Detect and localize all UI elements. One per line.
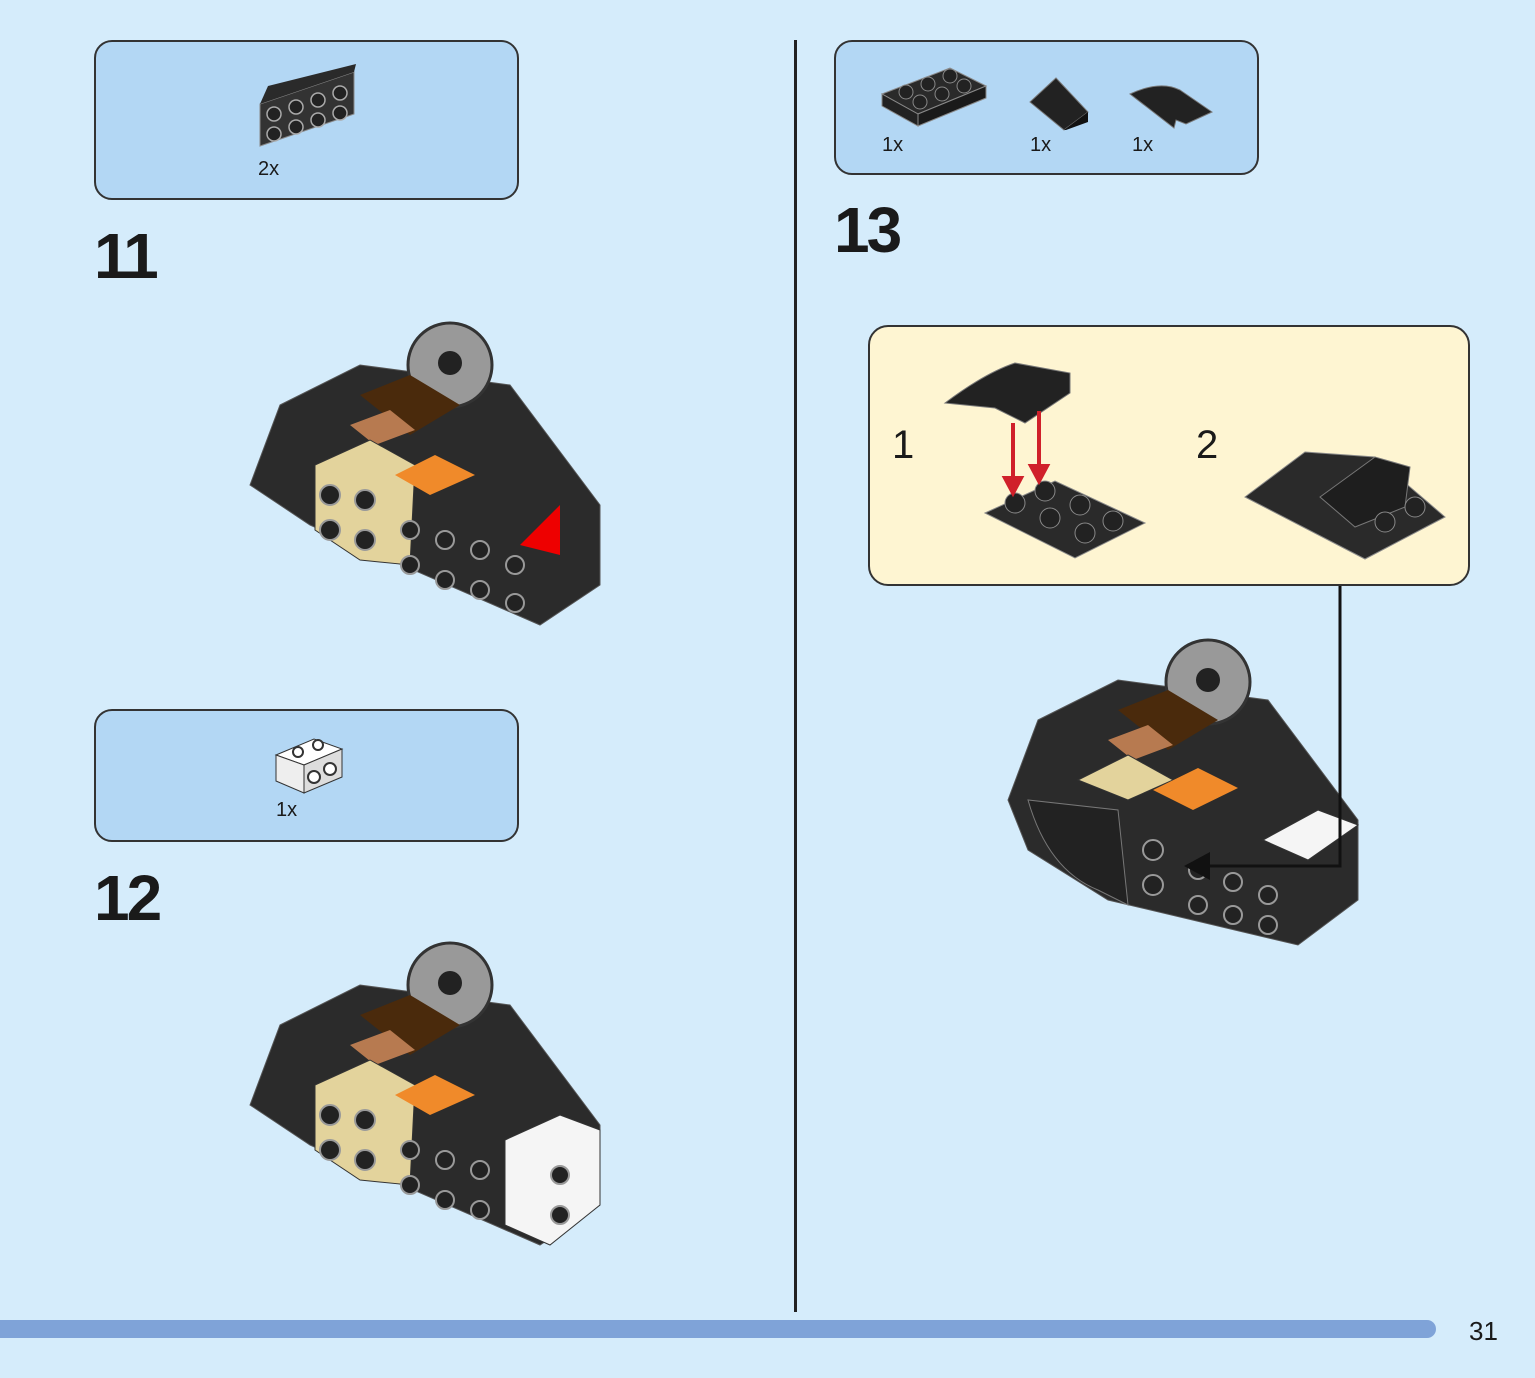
step-11-parts-panel: 2x xyxy=(94,40,519,200)
step-number-13: 13 xyxy=(834,194,902,266)
substep-2-illustration xyxy=(1244,451,1446,560)
step-number-12: 12 xyxy=(94,862,162,934)
callout-pointer-arrow xyxy=(1184,586,1342,880)
bracket-plate-icon xyxy=(259,64,356,147)
part-quantity: 1x xyxy=(1132,134,1154,156)
step-13-parts-panel: 1x 1x 1x xyxy=(834,40,1259,175)
part-quantity: 1x xyxy=(882,134,904,156)
step-number-11: 11 xyxy=(94,220,159,292)
step-13-model-illustration xyxy=(1007,638,1360,946)
slope-icon xyxy=(1029,77,1089,131)
step-12-model-illustration xyxy=(249,941,601,1246)
plate-2x3-icon xyxy=(880,67,988,127)
part-quantity: 2x xyxy=(258,158,280,180)
step-11-model-illustration xyxy=(249,321,601,626)
substep-number-2: 2 xyxy=(1196,423,1219,467)
page-progress-bar xyxy=(0,1320,1436,1338)
substep-number-1: 1 xyxy=(892,423,915,467)
sub-assembly-callout: 1 2 xyxy=(868,325,1470,586)
white-brick-icon xyxy=(274,738,344,794)
column-divider xyxy=(794,40,797,1312)
part-quantity: 1x xyxy=(1030,134,1052,156)
part-quantity: 1x xyxy=(276,799,298,821)
substep-1-illustration xyxy=(943,362,1147,559)
curved-slope-icon xyxy=(1129,85,1214,129)
step-12-parts-panel: 1x xyxy=(94,709,519,842)
page-number: 31 xyxy=(1469,1316,1498,1346)
